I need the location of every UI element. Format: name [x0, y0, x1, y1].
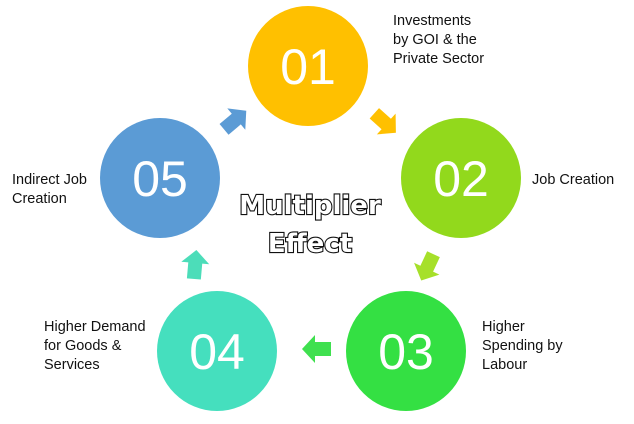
- step-number-02: 02: [433, 151, 489, 207]
- step-number-04: 04: [189, 324, 245, 380]
- arrow-05-to-01: [219, 108, 247, 135]
- step-number-05: 05: [132, 151, 188, 207]
- step-number-01: 01: [280, 39, 336, 95]
- step-number-03: 03: [378, 324, 434, 380]
- step-label-02: Job Creation: [532, 172, 615, 188]
- step-circle-03: 03: [346, 291, 466, 411]
- step-circle-04: 04: [157, 291, 277, 411]
- step-circle-05: 05: [100, 118, 220, 238]
- step-circle-02: 02: [401, 118, 521, 238]
- step-label-01: Investments by GOI & the Private Sector: [393, 13, 485, 67]
- center-title-line2: Effect: [268, 229, 352, 259]
- arrow-03-to-04: [302, 335, 331, 363]
- step-label-05: Indirect Job Creation: [12, 172, 87, 207]
- arrow-04-to-05: [181, 250, 210, 280]
- arrow-02-to-03: [414, 251, 440, 281]
- step-circle-01: 01: [248, 6, 368, 126]
- step-label-03: Higher Spending by Labour: [482, 319, 563, 373]
- arrow-01-to-02: [369, 108, 396, 135]
- step-label-04: Higher Demand for Goods & Services: [44, 319, 146, 373]
- center-title-line1: Multiplier: [239, 191, 381, 221]
